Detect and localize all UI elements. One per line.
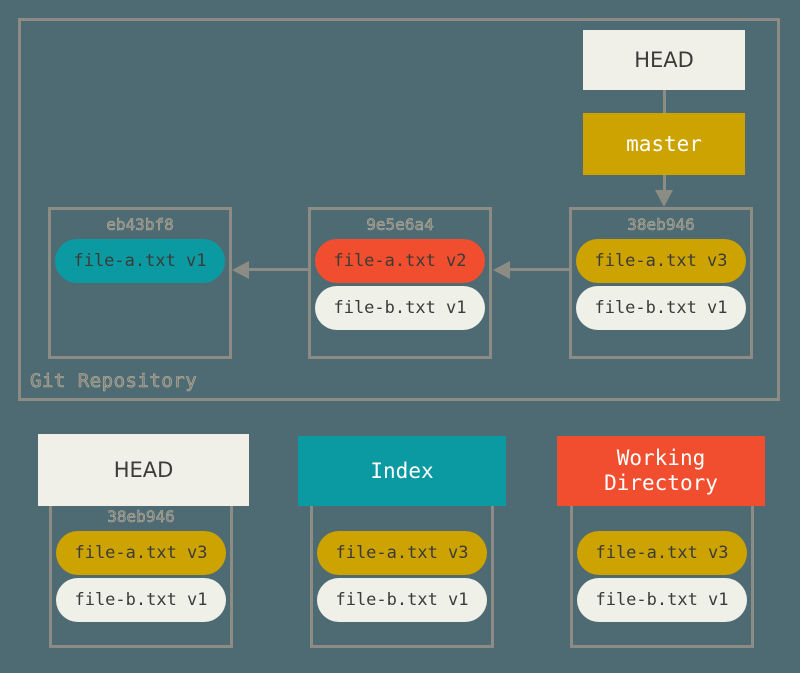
connector-head-to-master <box>663 90 666 114</box>
blob-pill: file-b.txt v1 <box>56 578 226 622</box>
blob-pill: file-b.txt v1 <box>576 286 746 330</box>
connector-commit3-to-commit2 <box>510 268 569 271</box>
blob-pill: file-a.txt v3 <box>317 531 487 575</box>
commit-hash: 38eb946 <box>627 215 695 235</box>
commit-box-eb43bf8[interactable]: eb43bf8 file-a.txt v1 <box>48 207 232 359</box>
blob-pill: file-a.txt v3 <box>56 531 226 575</box>
connector-master-to-commit <box>663 175 666 193</box>
working-directory-area-label[interactable]: Working Directory <box>557 436 765 506</box>
head-area-hash: 38eb946 <box>107 507 175 527</box>
commit-box-9e5e6a4[interactable]: 9e5e6a4 file-a.txt v2 file-b.txt v1 <box>308 207 492 359</box>
git-repository-container <box>18 18 780 401</box>
arrow-commit2-to-commit1-icon <box>232 261 249 279</box>
blob-pill: file-b.txt v1 <box>315 286 485 330</box>
working-directory-label-line-1: Working <box>616 446 706 471</box>
master-ref-box[interactable]: master <box>583 113 745 175</box>
head-ref-label: HEAD <box>634 47 694 72</box>
git-repository-label: Git Repository <box>30 370 198 393</box>
head-area-label[interactable]: HEAD <box>38 434 249 506</box>
commit-hash: 9e5e6a4 <box>366 215 434 235</box>
arrow-master-to-commit-icon <box>655 190 673 207</box>
head-ref-box[interactable]: HEAD <box>583 30 745 90</box>
blob-pill: file-a.txt v2 <box>315 239 485 283</box>
index-area-label-text: Index <box>370 458 434 483</box>
blob-pill: file-a.txt v1 <box>55 239 225 283</box>
master-ref-label: master <box>626 131 702 156</box>
blob-pill: file-a.txt v3 <box>577 531 747 575</box>
commit-box-38eb946[interactable]: 38eb946 file-a.txt v3 file-b.txt v1 <box>569 207 753 359</box>
working-directory-area-box[interactable]: file-a.txt v3 file-b.txt v1 <box>570 494 754 648</box>
working-directory-label-line-2: Directory <box>604 471 718 495</box>
blob-pill: file-a.txt v3 <box>576 239 746 283</box>
blob-pill: file-b.txt v1 <box>317 578 487 622</box>
connector-commit2-to-commit1 <box>249 268 308 271</box>
commit-hash: eb43bf8 <box>106 215 174 235</box>
blob-pill: file-b.txt v1 <box>577 578 747 622</box>
arrow-commit3-to-commit2-icon <box>493 261 510 279</box>
index-area-box[interactable]: file-a.txt v3 file-b.txt v1 <box>310 494 494 648</box>
head-area-box[interactable]: 38eb946 file-a.txt v3 file-b.txt v1 <box>49 494 233 648</box>
index-area-label[interactable]: Index <box>298 436 506 506</box>
head-area-label-text: HEAD <box>113 457 174 482</box>
